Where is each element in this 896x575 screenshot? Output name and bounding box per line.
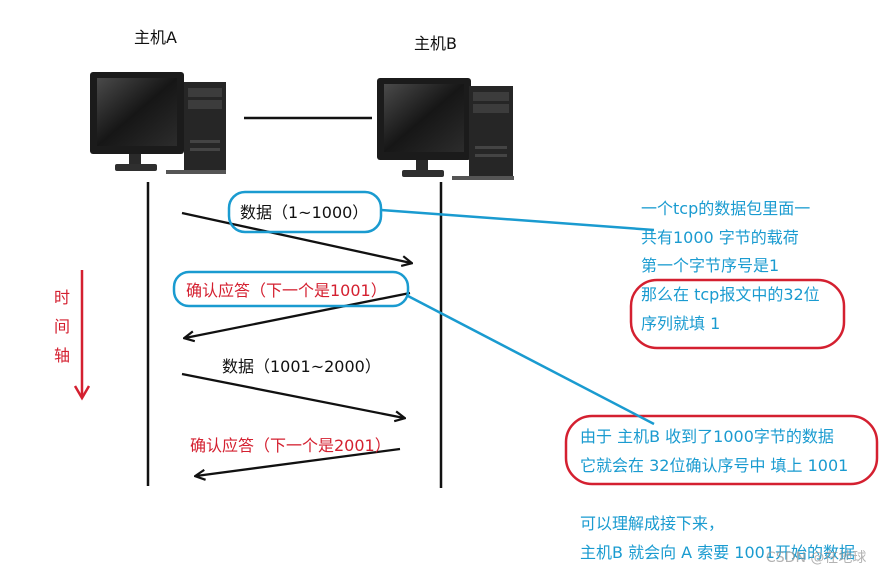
watermark: CSDN @在地球: [766, 550, 867, 566]
time-axis-arrowhead: [73, 385, 91, 401]
message-data-2: 数据（1001~2000）: [222, 357, 381, 376]
message-ack-1: 确认应答（下一个是1001）: [186, 281, 387, 300]
host-a-label: 主机A: [134, 28, 177, 47]
explain-note-line-1: 可以理解成接下来，: [580, 514, 725, 533]
time-axis-char-3: 轴: [54, 346, 71, 365]
ack-note-line-2: 它就会在 32位确认序号中 填上 1001: [580, 456, 849, 475]
arrow-data-2: [181, 372, 404, 418]
computer-a-icon: [90, 72, 226, 174]
connector-ack1: [407, 294, 655, 426]
message-ack-2: 确认应答（下一个是2001）: [190, 436, 391, 455]
data1-highlight: [227, 190, 383, 234]
arrow-ack-1: [185, 291, 411, 338]
seq-note-line-5: 序列就填 1: [641, 314, 721, 333]
time-axis-char-1: 时: [54, 288, 71, 307]
seq-note-line-3: 第一个字节序号是1: [641, 256, 780, 275]
seq-note-line-1: 一个tcp的数据包里面一: [641, 199, 811, 218]
explain-note-line-2: 主机B 就会向 A 索要 1001开始的数据: [580, 543, 855, 562]
message-data-1: 数据（1~1000）: [240, 203, 369, 222]
seq-note-line-4: 那么在 tcp报文中的32位: [641, 285, 820, 304]
connector-data1: [380, 208, 655, 232]
seq-note-highlight: [629, 278, 846, 350]
computer-b-icon: [377, 78, 514, 180]
ack-note-highlight: [564, 414, 879, 486]
seq-note-line-2: 共有1000 字节的载荷: [641, 228, 799, 247]
ack1-highlight: [172, 270, 410, 308]
host-b-label: 主机B: [414, 34, 457, 53]
time-axis-char-2: 间: [54, 317, 71, 336]
ack-note-line-1: 由于 主机B 收到了1000字节的数据: [580, 427, 834, 446]
arrow-ack-2: [196, 447, 401, 476]
arrow-data-1: [181, 211, 411, 263]
